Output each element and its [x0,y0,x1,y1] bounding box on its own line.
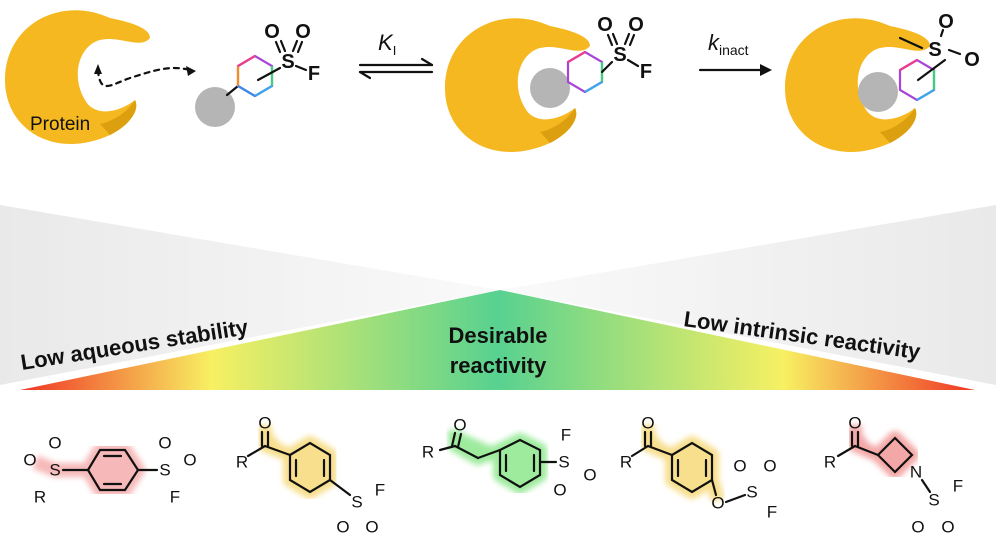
kinact-label: kinact [708,30,749,58]
binding-dashed-arrow [96,66,192,88]
atom-label: R [824,453,836,472]
ligand-core [195,87,235,127]
gray-wedge-right [500,205,996,385]
compound-4: O R O S O O F [620,414,777,522]
atom-label: O [911,518,924,537]
arrowhead-icon [94,64,102,74]
protein-label: Protein [30,114,90,135]
arrowhead-icon [186,66,196,76]
atom-label: O [336,518,349,537]
atom-label: S [281,51,294,73]
atom-label: O [641,414,654,433]
bound-ligand: S O O F [530,14,652,108]
atom-label: S [159,461,170,480]
atom-label: O [158,434,171,453]
atom-label: O [583,466,596,485]
atom-label: R [422,443,434,462]
atom-label: O [964,49,980,71]
atom-label: K [378,30,394,55]
atom-label: F [640,61,652,83]
label-reactivity: reactivity [450,353,547,378]
gray-wedge-left [0,205,500,385]
atom-label: R [236,453,248,472]
atom-label: O [938,11,954,33]
atom-label: S [928,491,939,510]
covalent-ligand: S O O [858,11,980,112]
atom-label: O [258,414,271,433]
atom-label: N [910,463,922,482]
reactivity-gradient-scale [20,290,975,390]
atom-label: O [711,494,724,513]
protein-ligand-complex-covalent [785,18,930,152]
compound-5: O R N S F O O [824,414,963,537]
atom-label: O [295,21,311,43]
compound-2: O R S F O O [236,414,385,537]
atom-label: F [953,477,963,496]
arrowhead-icon [760,64,772,76]
atom-label: O [941,518,954,537]
atom-label: S [613,44,626,66]
atom-label: S [928,39,941,61]
atom-label: I [393,43,397,58]
free-ligand: S O O F [195,21,320,127]
atom-label: O [365,518,378,537]
label-desirable: Desirable [448,323,547,348]
atom-label: O [183,451,196,470]
atom-label: O [264,21,280,43]
atom-label: O [763,457,776,476]
atom-label: F [308,63,320,85]
atom-label: R [34,488,46,507]
equilibrium-arrows [358,57,434,80]
atom-label: F [170,488,180,507]
atom-label: O [628,14,644,36]
atom-label: O [453,416,466,435]
atom-label: k [708,30,720,55]
atom-label: S [558,453,569,472]
ki-label: KI [378,30,396,58]
atom-label: F [375,481,385,500]
atom-label: F [767,503,777,522]
atom-label: O [848,414,861,433]
atom-label: O [597,14,613,36]
atom-label: S [746,483,757,502]
atom-label: inact [719,42,749,58]
atom-label: F [561,426,571,445]
atom-label: S [351,493,362,512]
atom-label: O [23,451,36,470]
compound-3: O R S F O O [422,416,597,500]
atom-label: S [49,461,60,480]
atom-label: O [48,434,61,453]
atom-label: R [620,453,632,472]
compound-1: S O O R S O O F [23,434,196,507]
atom-label: O [733,457,746,476]
atom-label: O [553,481,566,500]
